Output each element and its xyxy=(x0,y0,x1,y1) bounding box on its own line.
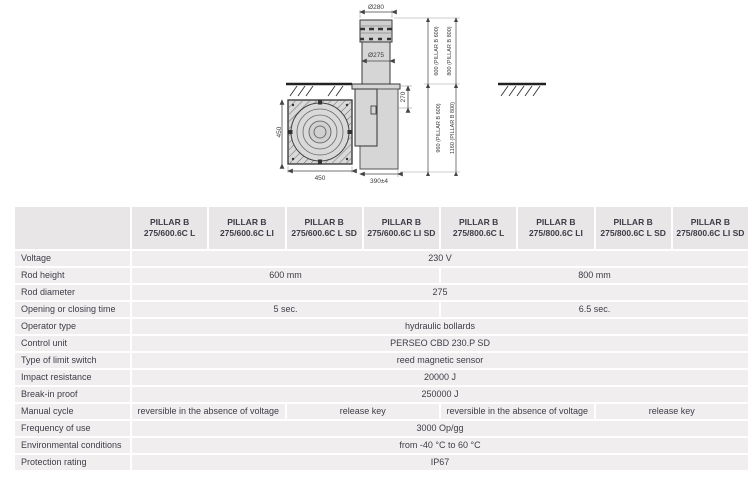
elevation-view: Ø280 Ø275 270 390±4 600 (PILLAR B 600) 8… xyxy=(286,4,546,185)
row-label: Control unit xyxy=(15,336,130,351)
row-label: Impact resistance xyxy=(15,370,130,385)
row-label: Manual cycle xyxy=(15,404,130,419)
column-header: PILLAR B 275/600.6C LI SD xyxy=(363,207,439,249)
spec-cell: 275 xyxy=(132,285,748,300)
rod-diameter-dim-label: Ø275 xyxy=(368,52,384,59)
total-depth-800-dim-label: 1160 (PILLAR B 800) xyxy=(450,102,456,154)
spec-cell: release key xyxy=(286,404,439,419)
spec-cell: 3000 Op/gg xyxy=(132,421,748,436)
underground-unit xyxy=(354,88,378,147)
spec-cell: reversible in the absence of voltage xyxy=(132,404,285,419)
total-depth-600-dim-label: 960 (PILLAR B 600) xyxy=(436,103,442,152)
spec-cell: 600 mm xyxy=(132,268,439,283)
spec-cell: PERSEO CBD 230.P SD xyxy=(132,336,748,351)
spec-cell: 800 mm xyxy=(441,268,748,283)
row-label: Frequency of use xyxy=(15,421,130,436)
pit-width-dim-label: 450 xyxy=(315,175,326,182)
spec-cell: 250000 J xyxy=(132,387,748,402)
spec-cell: reversible in the absence of voltage xyxy=(441,404,594,419)
spec-cell: 20000 J xyxy=(132,370,748,385)
column-header: PILLAR B 275/800.6C L xyxy=(441,207,517,249)
row-label: Rod diameter xyxy=(15,285,130,300)
row-label: Rod height xyxy=(15,268,130,283)
spec-cell: 6.5 sec. xyxy=(441,302,748,317)
spec-cell: IP67 xyxy=(132,455,748,470)
pit-height-dim-label: 450 xyxy=(276,126,283,137)
above-ground-800-dim-label: 800 (PILLAR B 800) xyxy=(447,26,453,75)
row-label: Voltage xyxy=(15,251,130,266)
connector-box xyxy=(370,105,377,115)
row-label: Break-in proof xyxy=(15,387,130,402)
spec-cell: 5 sec. xyxy=(132,302,439,317)
cap-diameter-dim-label: Ø280 xyxy=(368,4,384,11)
column-header: PILLAR B 275/600.6C L SD xyxy=(286,207,362,249)
column-header: PILLAR B 275/800.6C L SD xyxy=(595,207,671,249)
spec-cell: reed magnetic sensor xyxy=(132,353,748,368)
casing-width-dim-label: 390±4 xyxy=(370,178,388,185)
spec-cell: release key xyxy=(595,404,748,419)
spec-cell: 230 V xyxy=(132,251,748,266)
table-corner-cell xyxy=(15,207,130,249)
column-header: PILLAR B 275/600.6C LI xyxy=(209,207,285,249)
above-ground-600-dim-label: 600 (PILLAR B 600) xyxy=(434,26,440,75)
plan-view: 450 450 xyxy=(276,99,357,182)
column-header: PILLAR B 275/800.6C LI xyxy=(518,207,594,249)
row-label: Operator type xyxy=(15,319,130,334)
flange-plate xyxy=(351,83,401,90)
row-label: Protection rating xyxy=(15,455,130,470)
row-label: Opening or closing time xyxy=(15,302,130,317)
spec-cell: hydraulic bollards xyxy=(132,319,748,334)
column-header: PILLAR B 275/800.6C LI SD xyxy=(672,207,748,249)
spec-cell: from -40 °C to 60 °C xyxy=(132,438,748,453)
flange-depth-dim-label: 270 xyxy=(400,91,407,102)
technical-drawing: 450 450 xyxy=(0,0,755,200)
bollard-diagram-svg: 450 450 xyxy=(276,4,546,185)
row-label: Environmental conditions xyxy=(15,438,130,453)
bollard-rod xyxy=(361,41,391,85)
column-header: PILLAR B 275/600.6C L xyxy=(132,207,208,249)
row-label: Type of limit switch xyxy=(15,353,130,368)
